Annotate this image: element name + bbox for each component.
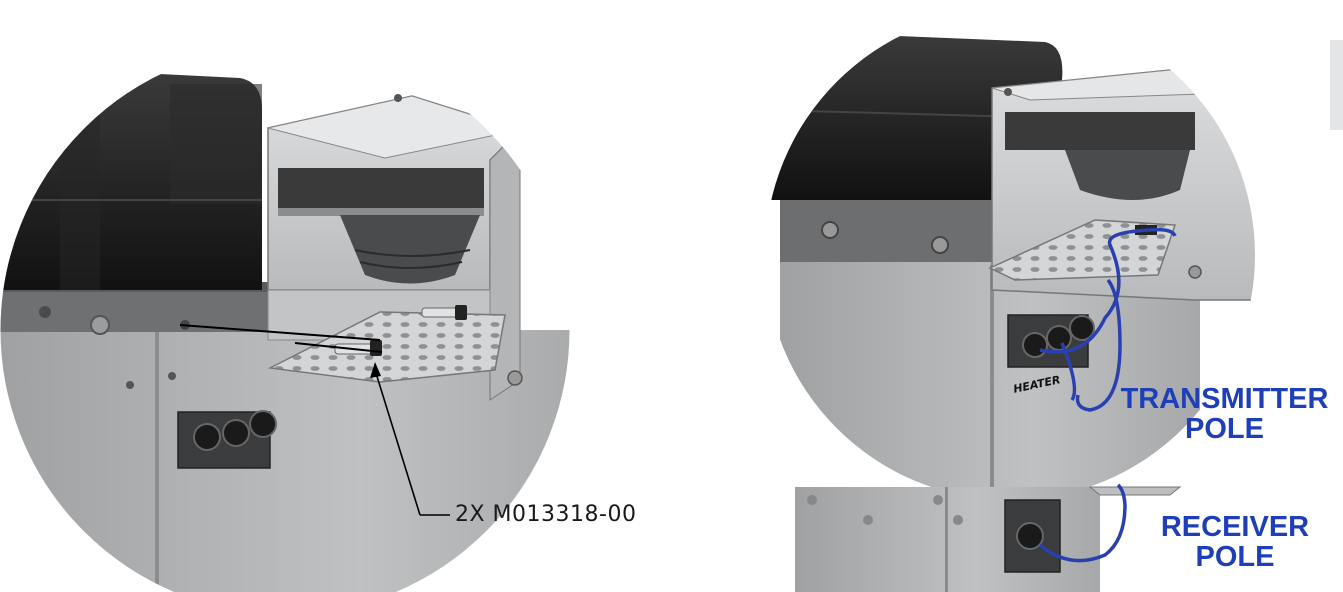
receiver-pole-label: RECEIVER POLE [1140, 512, 1330, 572]
heater-cable-loop [1075, 278, 1122, 412]
fastener-pair [334, 305, 467, 356]
electronics-enclosure [0, 71, 262, 290]
connector-block-right [1007, 314, 1095, 368]
transmitter-pole-label-line2: POLE [1185, 413, 1264, 445]
left-detail-circle [0, 45, 570, 592]
right-detail-circle [765, 10, 1255, 500]
insertion-arrow-line [179, 324, 381, 341]
transmitter-pole-label: TRANSMITTER POLE [1112, 384, 1337, 444]
callout-leader [374, 369, 421, 516]
transmitter-pole-label-line1: TRANSMITTER [1120, 383, 1329, 415]
right-detail-view [765, 10, 1343, 592]
receiver-pole-view [795, 483, 1182, 592]
connector-block [126, 372, 277, 469]
perforated-shelf [267, 311, 506, 383]
receiver-heater-cable [1038, 483, 1127, 563]
perforated-shelf-right [988, 219, 1177, 281]
part-number-callout: 2X M013318-00 [455, 502, 637, 527]
heater-cable [1039, 227, 1177, 354]
left-detail-view [0, 44, 571, 592]
receiver-pole-label-line1: RECEIVER [1160, 511, 1310, 543]
receiver-pole-label-line2: POLE [1195, 541, 1275, 573]
